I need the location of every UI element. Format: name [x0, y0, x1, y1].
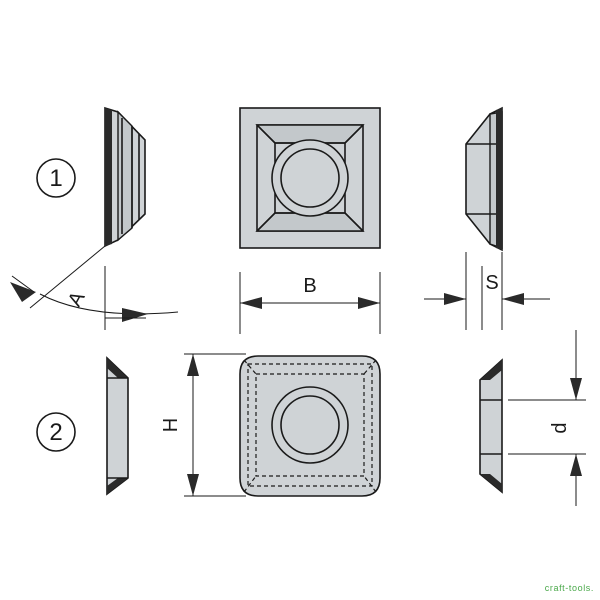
insert-front-view-1	[239, 107, 381, 249]
variant-1-label: 1	[49, 165, 62, 192]
insert-front-view-2	[239, 355, 381, 497]
dimension-h: H	[160, 353, 246, 497]
side-profile-left-1	[104, 106, 146, 248]
side-profile-left-2	[106, 356, 129, 496]
variant-2-marker: 2	[36, 412, 76, 452]
dim-d-label: d	[549, 422, 571, 433]
dimension-s: S	[424, 252, 550, 330]
dim-s-label: S	[485, 272, 498, 294]
angle-dimension: A	[10, 245, 179, 330]
side-profile-right-2	[479, 358, 503, 494]
dim-b-label: B	[303, 275, 316, 297]
dim-h-label: H	[160, 418, 182, 432]
dimension-b: B	[239, 272, 381, 334]
watermark-text: craft-tools.	[545, 583, 594, 593]
variant-2-label: 2	[49, 419, 62, 446]
angle-label: A	[64, 288, 90, 311]
side-profile-right-1	[465, 106, 503, 252]
dimension-d: d	[508, 330, 586, 506]
variant-1-marker: 1	[36, 158, 76, 198]
